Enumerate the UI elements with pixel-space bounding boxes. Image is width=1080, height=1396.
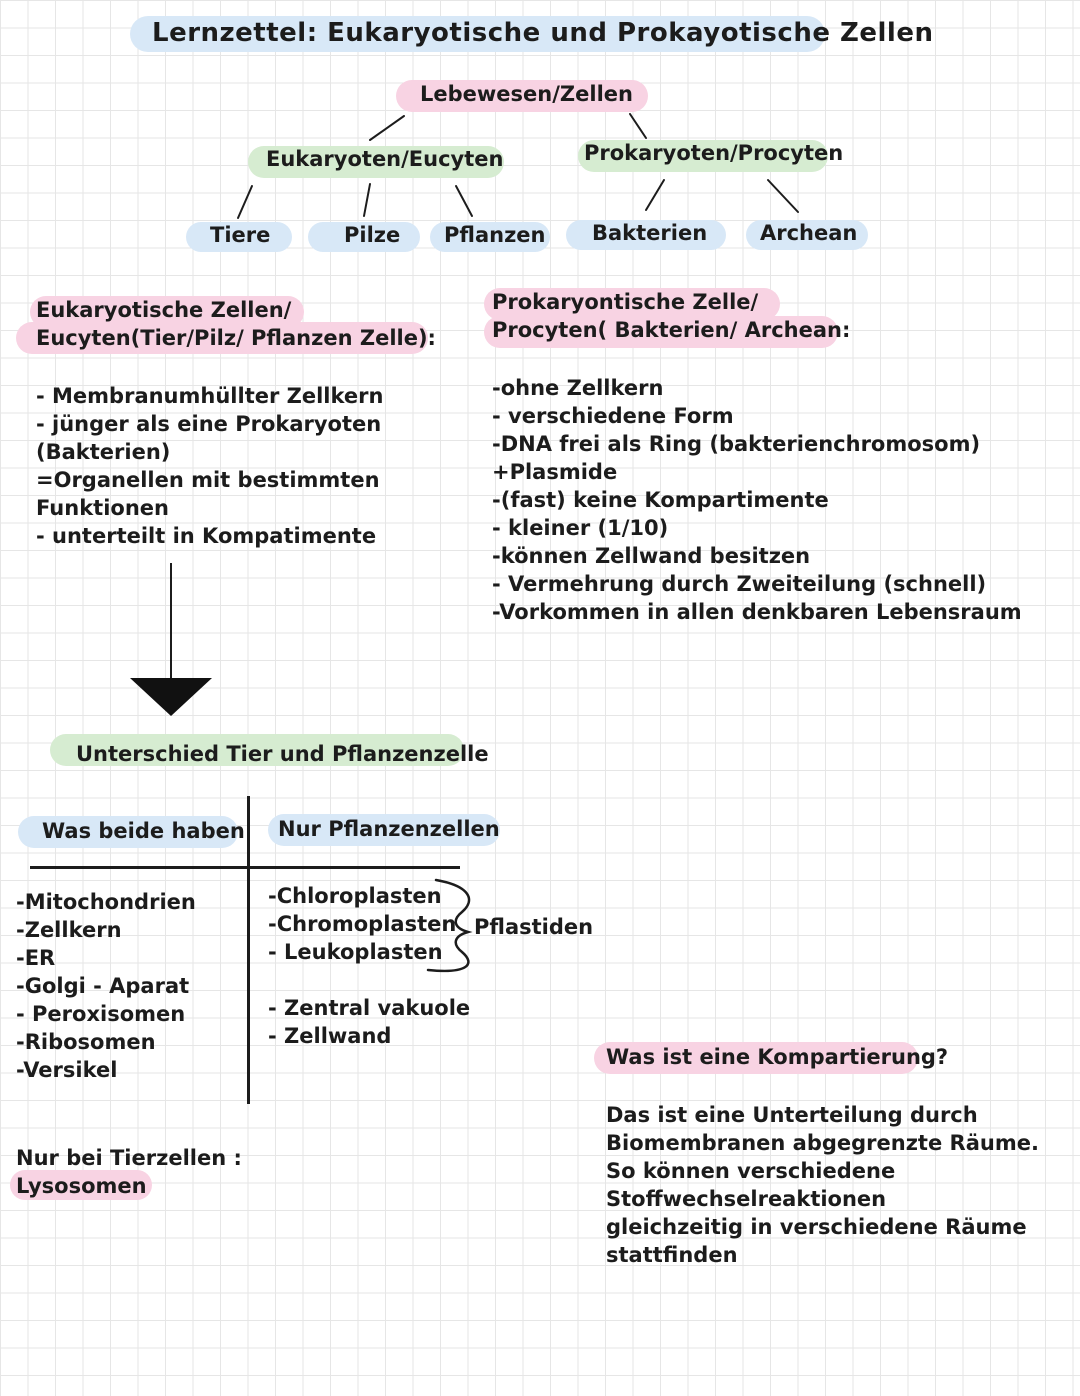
col1-list: -Mitochondrien -Zellkern -ER -Golgi - Ap… xyxy=(16,888,196,1084)
answer-line: stattfinden xyxy=(606,1243,738,1267)
eukaryotic-heading-line1: Eukaryotische Zellen/ xyxy=(36,298,292,322)
connector-root-prokaryoten xyxy=(629,113,647,139)
pflanzen-node-highlight xyxy=(430,222,550,252)
list-item: Funktionen xyxy=(36,496,169,520)
eukaryotic-heading-highlight-2 xyxy=(16,322,428,354)
compartment-question-highlight xyxy=(594,1042,918,1074)
answer-line: Biomembranen abgegrenzte Räume. xyxy=(606,1131,1039,1155)
list-item: -DNA frei als Ring (bakterienchromosom) xyxy=(492,432,981,456)
animal-only-label: Nur bei Tierzellen : xyxy=(16,1146,242,1170)
list-item: - unterteilt in Kompatimente xyxy=(36,524,377,548)
col1-header-highlight xyxy=(18,816,238,848)
archean-node-highlight xyxy=(746,220,868,250)
list-item: -können Zellwand besitzen xyxy=(492,544,811,568)
list-item: - Zentral vakuole xyxy=(268,996,471,1020)
connector-eukaryoten-tiere xyxy=(237,185,253,219)
tree-root: Lebewesen/Zellen xyxy=(420,82,633,106)
tree-pilze: Pilze xyxy=(344,223,401,247)
connector-prokaryoten-bakterien xyxy=(645,179,665,211)
difference-heading-highlight xyxy=(50,734,464,766)
tree-bakterien: Bakterien xyxy=(592,221,708,245)
list-item: -Chromoplasten xyxy=(268,912,457,936)
eukaryotic-heading-line2: Eucyten(Tier/Pilz/ Pflanzen Zelle): xyxy=(36,326,436,350)
answer-line: Stoffwechselreaktionen xyxy=(606,1187,887,1211)
tree-eukaryoten: Eukaryoten/Eucyten xyxy=(266,147,504,171)
bakterien-node-highlight xyxy=(566,220,726,250)
list-item: -Golgi - Aparat xyxy=(16,974,190,998)
col2-header-highlight xyxy=(268,814,500,846)
other-plant-list: - Zentral vakuole - Zellwand xyxy=(268,994,470,1050)
list-item: -ER xyxy=(16,946,56,970)
list-item: (Bakterien) xyxy=(36,440,171,464)
list-item: - verschiedene Form xyxy=(492,404,734,428)
list-item: -Zellkern xyxy=(16,918,122,942)
connector-prokaryoten-archean xyxy=(767,179,799,213)
list-item: -Versikel xyxy=(16,1058,118,1082)
list-item: - Zellwand xyxy=(268,1024,392,1048)
prokaryotic-list: -ohne Zellkern - verschiedene Form -DNA … xyxy=(492,374,1022,626)
list-item: =Organellen mit bestimmten xyxy=(36,468,380,492)
difference-heading: Unterschied Tier und Pflanzenzelle xyxy=(76,742,489,766)
tree-pflanzen: Pflanzen xyxy=(444,223,546,247)
col1-header: Was beide haben xyxy=(42,819,245,843)
title-highlight xyxy=(130,16,825,52)
plastid-label: Pflastiden xyxy=(474,915,594,939)
list-item: - Peroxisomen xyxy=(16,1002,186,1026)
lysosomen-highlight xyxy=(10,1170,152,1200)
table-horizontal-divider xyxy=(30,866,460,869)
down-arrow-shaft xyxy=(170,563,172,685)
list-item: - jünger als eine Prokaryoten xyxy=(36,412,382,436)
pilze-node-highlight xyxy=(308,222,420,252)
tree-prokaryoten: Prokaryoten/Procyten xyxy=(584,141,844,165)
tree-archean: Archean xyxy=(760,221,858,245)
tiere-node-highlight xyxy=(186,222,292,252)
root-node-highlight xyxy=(396,80,648,112)
tree-tiere: Tiere xyxy=(210,223,271,247)
list-item: -Chloroplasten xyxy=(268,884,442,908)
compartment-answer: Das ist eine Unterteilung durch Biomembr… xyxy=(606,1101,1039,1269)
prokaryoten-node-highlight xyxy=(578,140,828,172)
down-arrow-icon xyxy=(130,678,212,716)
list-item: - kleiner (1/10) xyxy=(492,516,669,540)
animal-only-item: Lysosomen xyxy=(16,1174,147,1198)
list-item: -(fast) keine Kompartimente xyxy=(492,488,829,512)
prokaryotic-heading-highlight-2 xyxy=(484,316,838,348)
list-item: - Membranumhüllter Zellkern xyxy=(36,384,384,408)
list-item: -Ribosomen xyxy=(16,1030,156,1054)
answer-line: Das ist eine Unterteilung durch xyxy=(606,1103,978,1127)
eukaryoten-node-highlight xyxy=(248,146,504,178)
list-item: +Plasmide xyxy=(492,460,618,484)
list-item: - Leukoplasten xyxy=(268,940,443,964)
plastid-list: -Chloroplasten -Chromoplasten - Leukopla… xyxy=(268,882,456,966)
eukaryotic-list: - Membranumhüllter Zellkern - jünger als… xyxy=(36,382,383,550)
table-vertical-divider xyxy=(247,796,250,1104)
connector-eukaryoten-pflanzen xyxy=(455,185,473,217)
col2-header: Nur Pflanzenzellen xyxy=(278,817,500,841)
connector-eukaryoten-pilze xyxy=(363,183,371,217)
prokaryotic-heading-highlight-1 xyxy=(484,288,780,320)
list-item: -Mitochondrien xyxy=(16,890,196,914)
list-item: -ohne Zellkern xyxy=(492,376,664,400)
page-title: Lernzettel: Eukaryotische und Prokayotis… xyxy=(152,18,934,48)
compartment-question: Was ist eine Kompartierung? xyxy=(606,1045,949,1069)
prokaryotic-heading-line1: Prokaryontische Zelle/ xyxy=(492,290,759,314)
answer-line: gleichzeitig in verschiedene Räume xyxy=(606,1215,1027,1239)
connector-root-eukaryoten xyxy=(369,115,405,141)
list-item: - Vermehrung durch Zweiteilung (schnell) xyxy=(492,572,987,596)
prokaryotic-heading-line2: Procyten( Bakterien/ Archean: xyxy=(492,318,851,342)
answer-line: So können verschiedene xyxy=(606,1159,896,1183)
list-item: -Vorkommen in allen denkbaren Lebensraum xyxy=(492,600,1022,624)
